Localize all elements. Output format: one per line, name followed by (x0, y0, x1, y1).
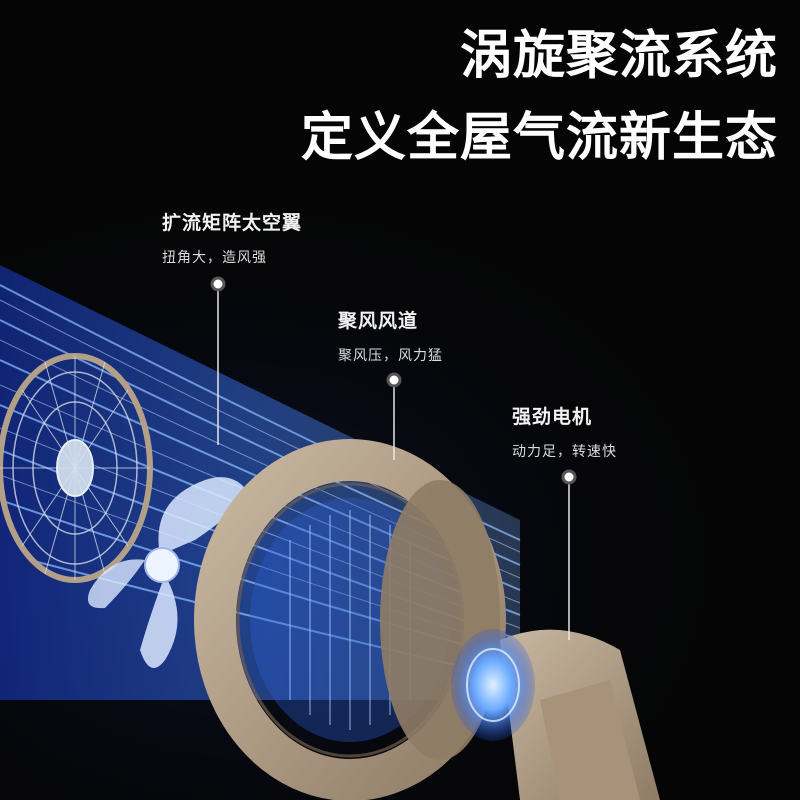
pointer-dot-1 (210, 276, 226, 292)
motor-housing (380, 480, 660, 800)
pointer-dot-2 (386, 372, 402, 388)
headline-line-2: 定义全屋气流新生态 (300, 108, 778, 168)
callout-desc: 扭角大，造风强 (162, 250, 267, 266)
callout-motor: 强劲电机 动力足，转速快 (512, 402, 617, 461)
callout-title: 扩流矩阵太空翼 (162, 212, 303, 234)
fan-blades (87, 477, 250, 668)
callout-title: 聚风风道 (338, 310, 419, 332)
callout-desc: 聚风压，风力猛 (338, 348, 443, 364)
callout-title: 强劲电机 (512, 406, 593, 428)
callout-air-duct: 聚风风道 聚风压，风力猛 (338, 306, 443, 365)
pointer-dot-3 (561, 469, 577, 485)
callout-pointers (210, 276, 577, 640)
front-grille (0, 353, 153, 583)
headline-line-1: 涡旋聚流系统 (459, 26, 778, 86)
callout-desc: 动力足，转速快 (512, 444, 617, 460)
callout-space-wing: 扩流矩阵太空翼 扭角大，造风强 (162, 208, 302, 267)
